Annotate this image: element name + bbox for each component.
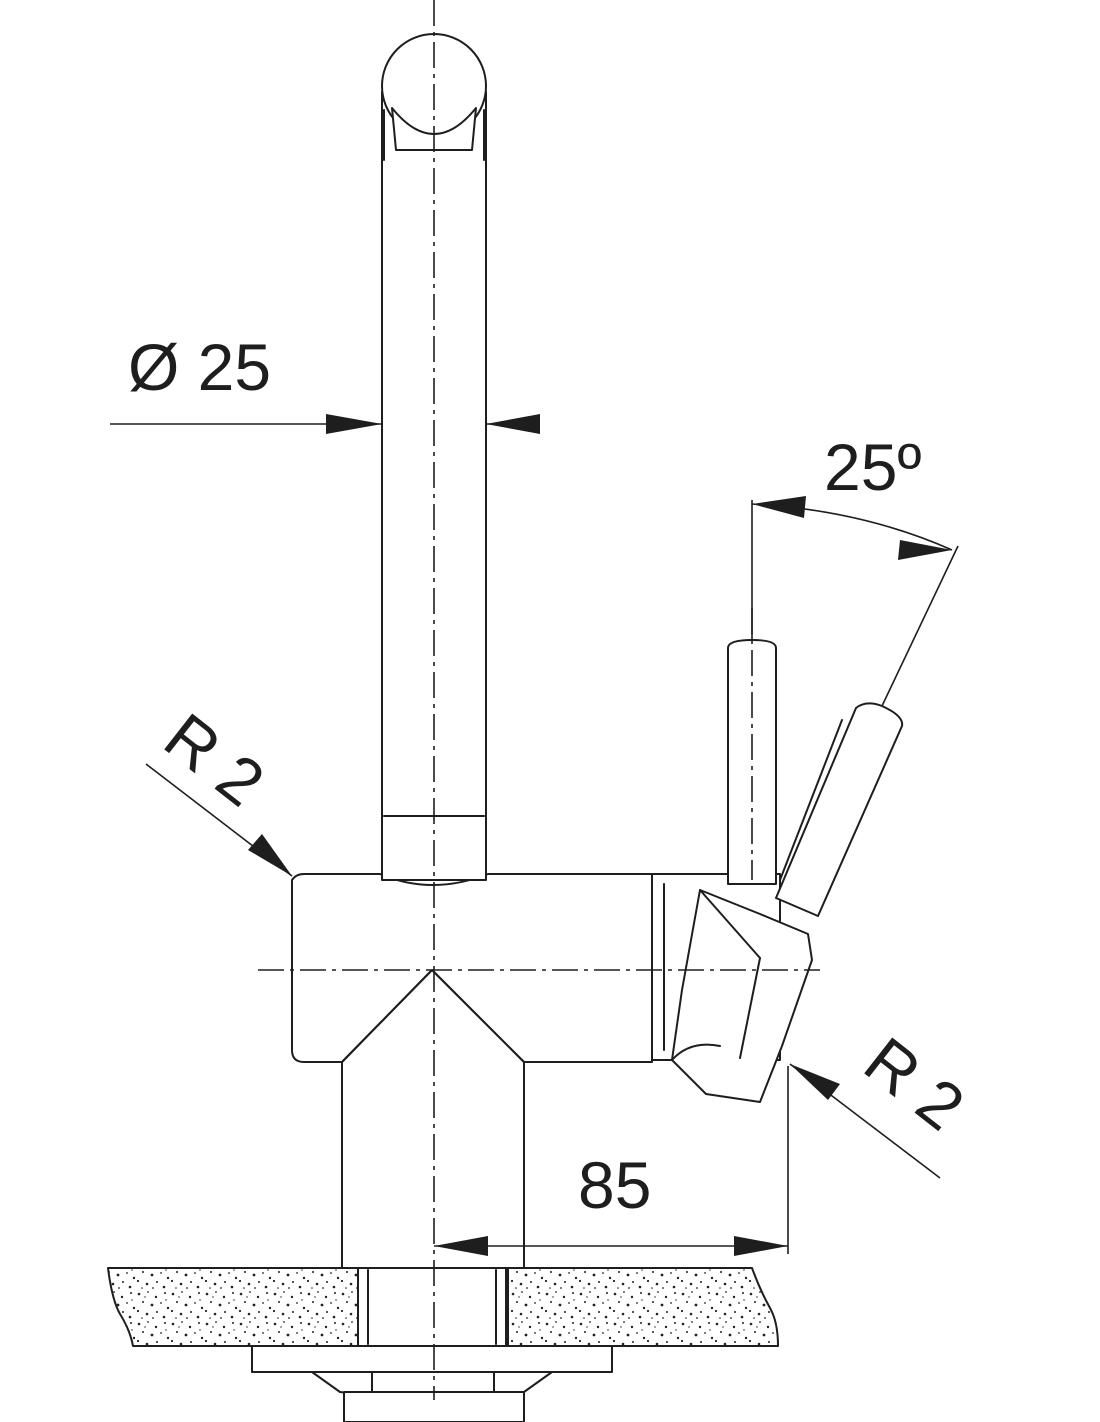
spout-aerator bbox=[391, 107, 477, 151]
lever-pivot-block bbox=[671, 889, 813, 1103]
lever-handle bbox=[671, 639, 904, 1103]
diameter-dimension: Ø 25 bbox=[110, 330, 540, 434]
faucet-pedestal bbox=[341, 1062, 525, 1269]
countertop-left-slab bbox=[107, 1267, 359, 1347]
faucet-main-body bbox=[291, 873, 653, 1063]
diameter-label: Ø 25 bbox=[128, 330, 271, 404]
mounting-clamp-plate bbox=[251, 1345, 613, 1373]
offset-dimension: 85 bbox=[434, 1066, 789, 1256]
countertop bbox=[107, 1267, 779, 1347]
lever-open-position bbox=[775, 702, 904, 917]
mounting-shank bbox=[357, 1267, 507, 1347]
lever-closed-position bbox=[727, 639, 777, 885]
radius-left-dimension: R 2 bbox=[145, 699, 293, 877]
countertop-right-slab bbox=[507, 1267, 779, 1347]
offset-label: 85 bbox=[578, 1148, 651, 1222]
angle-label: 25º bbox=[824, 430, 922, 504]
radius-left-label: R 2 bbox=[151, 699, 278, 821]
radius-right-dimension: R 2 bbox=[789, 1023, 978, 1179]
center-lines bbox=[258, 0, 820, 1400]
angle-dimension: 25º bbox=[751, 430, 959, 707]
